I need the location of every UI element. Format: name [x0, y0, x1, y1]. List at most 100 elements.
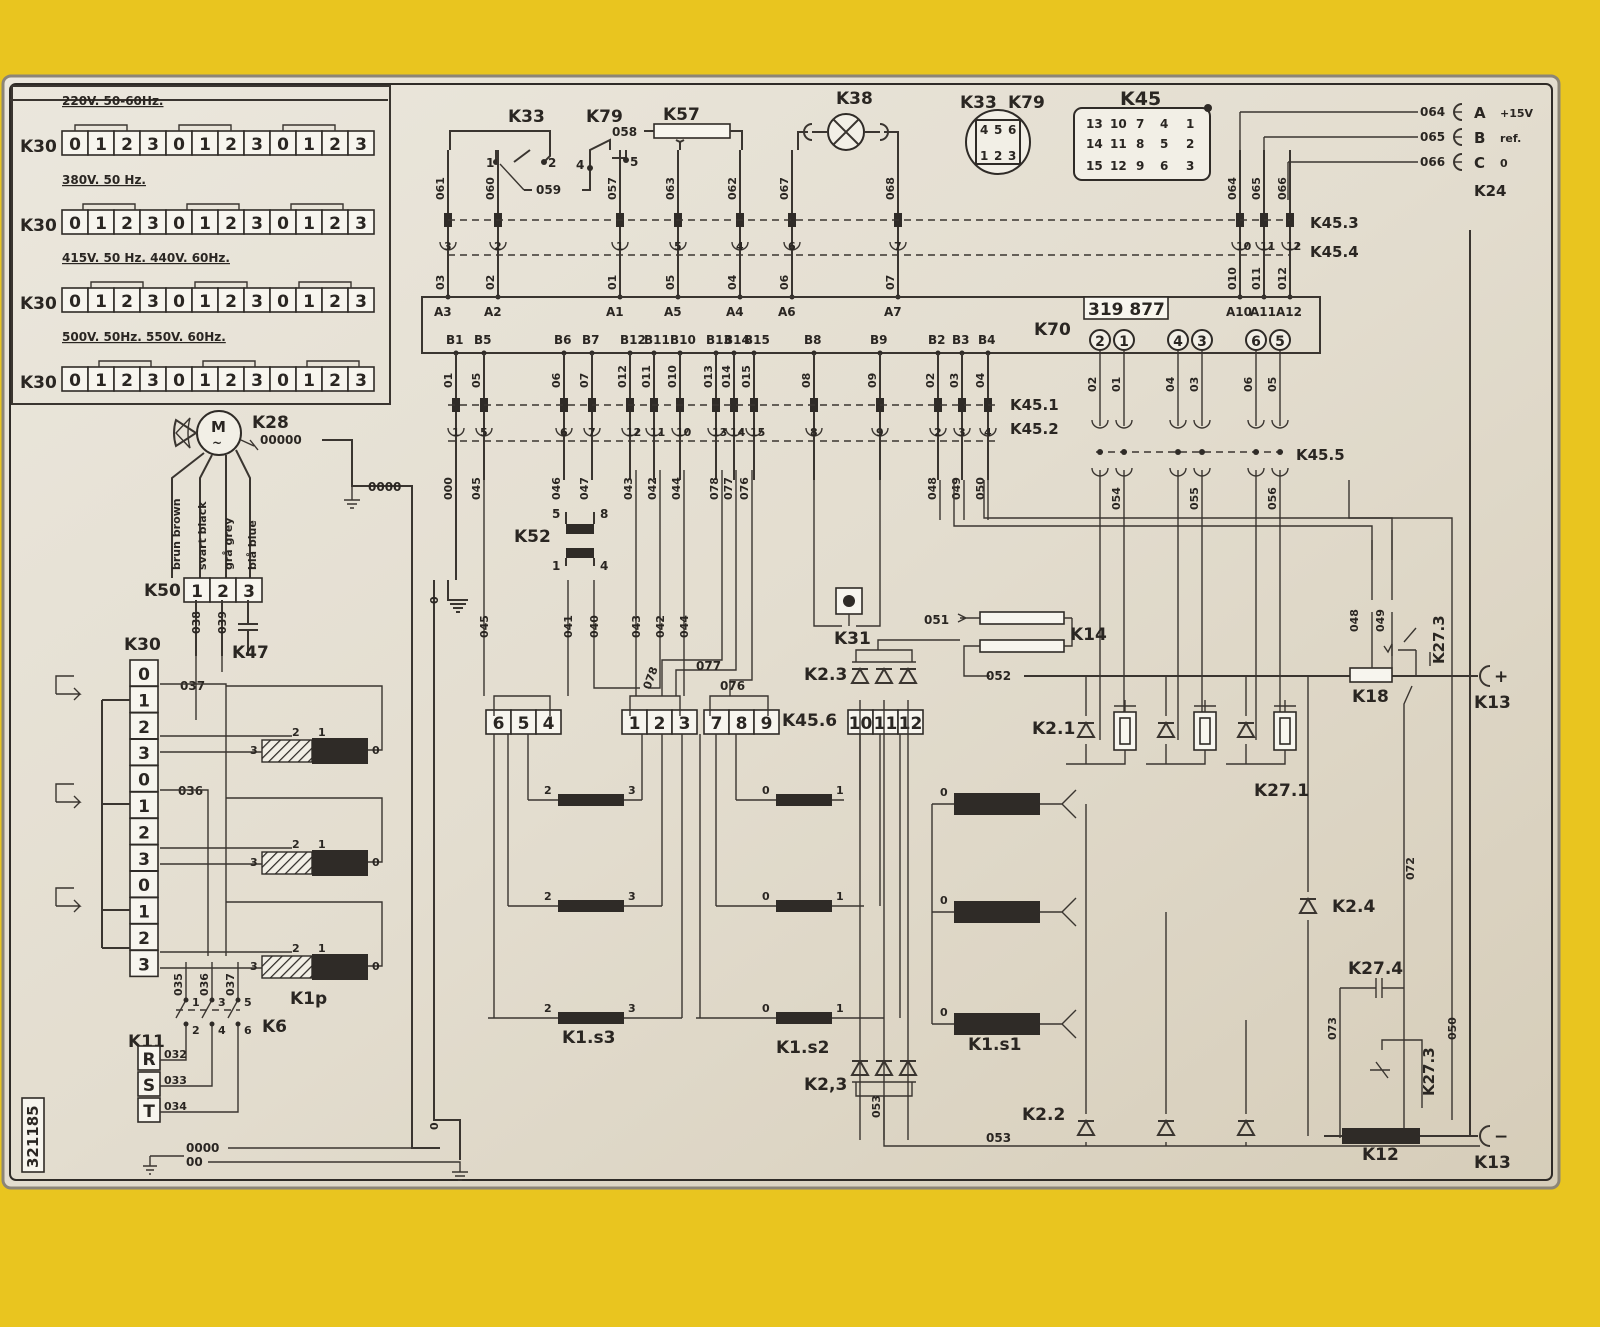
k31-label: K31	[834, 629, 871, 649]
voltage-cell	[217, 209, 245, 235]
b-plug-2-num: 2	[934, 426, 942, 439]
w038-label: 038	[190, 611, 203, 634]
k30-switch-cell-2: 2	[138, 823, 150, 843]
voltage-cell	[61, 209, 89, 235]
k1p-pin-3: 3	[250, 960, 258, 973]
voltage-cell	[243, 287, 271, 313]
upper-plug-3-num: 3	[444, 240, 452, 253]
b-plug	[934, 398, 942, 412]
ref-letter-B: B	[1474, 129, 1485, 147]
k6-pin-1: 1	[192, 996, 200, 1009]
b-plug	[958, 398, 966, 412]
k2-3-label-bottom: K2,3	[804, 1075, 847, 1095]
b-wire-label-04: 04	[974, 372, 987, 388]
b-plug-12-socket	[621, 427, 639, 437]
k1p-pin-3: 3	[250, 744, 258, 757]
socket-pin-3: 3	[1008, 149, 1016, 163]
mid-wire-044: 044	[670, 477, 683, 500]
voltage-cell-value: 2	[225, 135, 237, 155]
motor-lead-2: svart black	[196, 501, 209, 570]
voltage-cell-value: 1	[199, 135, 211, 155]
k6-pin-4: 4	[218, 1024, 226, 1037]
k45-pin-5: 5	[1160, 137, 1168, 151]
circled-wire-label-05: 05	[1266, 377, 1279, 392]
voltage-cell-value: 1	[199, 292, 211, 312]
k1p-coil-wire	[160, 797, 383, 865]
k1p-pin-2: 2	[292, 726, 300, 739]
voltage-cell-value: 2	[121, 371, 133, 391]
upper-plug-11-socket	[1255, 241, 1273, 251]
k50-cell-3: 3	[243, 582, 255, 602]
voltage-cell-value: 3	[355, 371, 367, 391]
voltage-cell-value: 2	[121, 135, 133, 155]
voltage-cell	[191, 209, 219, 235]
k1p-pin-0: 0	[372, 856, 380, 869]
b-pin-B5: B5	[474, 333, 492, 347]
k11-wire	[160, 1040, 187, 1061]
a-pin-A2: A2	[484, 305, 502, 319]
upper-plug-12-num: 12	[1286, 240, 1301, 253]
k45-1-label: K45.1	[1010, 396, 1059, 414]
voltage-bridge	[90, 281, 144, 288]
k1s3-coil	[558, 900, 624, 912]
voltage-cell-value: 0	[173, 214, 185, 234]
k11-cell	[137, 1071, 161, 1097]
circled-wire-dot	[1277, 449, 1283, 455]
a-pin-A10: A10	[1226, 305, 1252, 319]
wire-0-label: 0	[428, 596, 441, 604]
voltage-cell-value: 3	[355, 292, 367, 312]
b-plug-9-num: 9	[876, 426, 884, 439]
w058-label: 058	[612, 125, 637, 139]
k1s2-pin-1: 1	[836, 890, 844, 903]
k52-pin-1: 1	[552, 559, 560, 573]
voltage-cell	[191, 130, 219, 156]
voltage-cell-value: 2	[329, 292, 341, 312]
voltage-cell	[347, 130, 375, 156]
upper-plug-5-num: 5	[674, 240, 682, 253]
upper-wire-label-067: 067	[778, 177, 791, 200]
k45-6-terminal-2: 2	[654, 714, 666, 734]
k45-6-cell	[897, 709, 924, 735]
ref-letter-C: C	[1474, 154, 1485, 172]
w037-label: 037	[180, 679, 205, 693]
socket-pin-6: 6	[1008, 123, 1016, 137]
k30-switch-cell-1: 1	[138, 691, 150, 711]
b-plug-7-num: 7	[588, 426, 596, 439]
k18-label: K18	[1352, 687, 1389, 707]
k11-wire-033: 033	[164, 1074, 187, 1087]
voltage-bridge	[194, 281, 248, 288]
k24-label: K24	[1474, 182, 1507, 200]
k50-cell	[209, 577, 237, 603]
k1s1-pin-0: 0	[940, 894, 948, 907]
voltage-row-1-label: 220V. 50-60Hz.	[62, 94, 164, 108]
b-plug-8-socket	[805, 427, 823, 437]
voltage-bridge	[202, 360, 256, 367]
k13-label-top: K13	[1474, 693, 1511, 713]
voltage-row-3-k30: K30	[20, 294, 57, 314]
k1p-coil-hatch	[261, 739, 313, 763]
mid-wire-077: 077	[722, 477, 735, 500]
k27-1-contact-inner	[1199, 717, 1211, 745]
voltage-cell-value: 2	[329, 214, 341, 234]
k14-label: K14	[1070, 625, 1107, 645]
k11-phase-R: R	[142, 1050, 155, 1070]
k33-socket-label: K33	[960, 93, 997, 113]
k45-6-cell	[485, 709, 512, 735]
b-plug-11-num: 11	[650, 426, 665, 439]
b-wire-label-05: 05	[470, 373, 483, 388]
w051-label: 051	[924, 613, 949, 627]
b-plug-1-socket	[447, 427, 465, 437]
voltage-bridge	[178, 124, 232, 131]
k79-socket-label: K79	[1008, 93, 1045, 113]
voltage-cell	[87, 287, 115, 313]
voltage-cell	[87, 209, 115, 235]
upper-wire-label-063: 063	[664, 177, 677, 200]
k1s3-pin-3: 3	[628, 890, 636, 903]
w039-label: 039	[216, 611, 229, 634]
k45-pin-9: 9	[1136, 159, 1144, 173]
k1p-coil	[312, 850, 368, 876]
w059-label: 059	[536, 183, 561, 197]
lower-upper-wire-07: 07	[884, 275, 897, 290]
k45-6-terminal-7: 7	[711, 714, 723, 734]
voltage-cell-value: 3	[355, 214, 367, 234]
